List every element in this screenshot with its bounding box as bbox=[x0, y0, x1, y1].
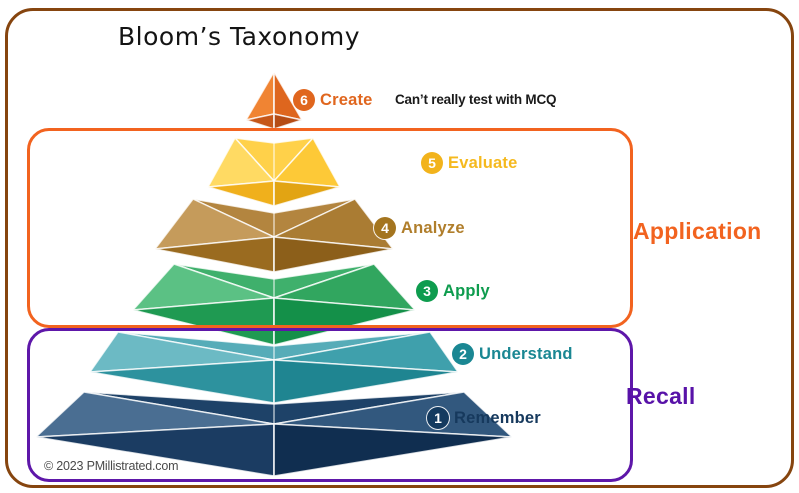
level-badge: 3 bbox=[416, 280, 438, 302]
level-label: Evaluate bbox=[448, 153, 518, 172]
page-title: Bloom’s Taxonomy bbox=[118, 22, 361, 51]
application-group-label: Application bbox=[633, 218, 762, 244]
recall-group-box bbox=[27, 328, 633, 482]
level-row-understand: 2 Understand bbox=[452, 343, 573, 365]
level-label: Apply bbox=[443, 281, 490, 300]
level-row-create: 6 Create bbox=[293, 89, 373, 111]
level-row-remember: 1 Remember bbox=[427, 407, 541, 429]
copyright-text: © 2023 PMillistrated.com bbox=[44, 459, 179, 473]
mcq-annotation: Can’t really test with MCQ bbox=[395, 92, 557, 107]
application-group-box bbox=[27, 128, 633, 328]
level-row-analyze: 4 Analyze bbox=[374, 217, 465, 239]
level-badge: 5 bbox=[421, 152, 443, 174]
level-badge: 4 bbox=[374, 217, 396, 239]
level-row-evaluate: 5 Evaluate bbox=[421, 152, 517, 174]
level-label: Create bbox=[320, 90, 373, 109]
outer-frame-border bbox=[5, 8, 794, 488]
level-badge: 2 bbox=[452, 343, 474, 365]
level-badge: 1 bbox=[427, 407, 449, 429]
level-label: Analyze bbox=[401, 218, 465, 237]
level-row-apply: 3 Apply bbox=[416, 280, 490, 302]
level-badge: 6 bbox=[293, 89, 315, 111]
level-label: Understand bbox=[479, 344, 573, 363]
level-label: Remember bbox=[454, 408, 541, 427]
recall-group-label: Recall bbox=[626, 383, 696, 409]
